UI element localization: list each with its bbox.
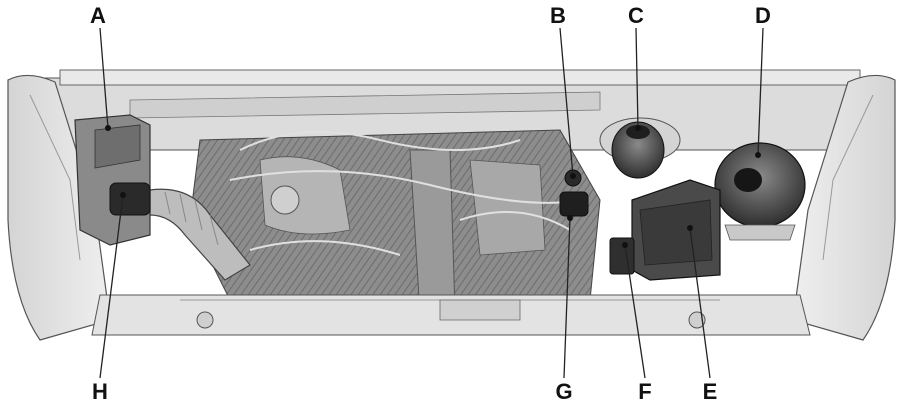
radiator-support — [92, 295, 810, 335]
callout-label-h: H — [88, 381, 112, 403]
callout-label-a: A — [86, 5, 110, 27]
callout-label-g: G — [552, 381, 576, 403]
battery-box — [610, 180, 720, 280]
callout-label-d: D — [751, 5, 775, 27]
callout-label-f: F — [633, 381, 657, 403]
callout-label-c: C — [624, 5, 648, 27]
air-filter-box — [75, 115, 150, 245]
callout-label-e: E — [698, 381, 722, 403]
engine-block — [190, 130, 600, 315]
callout-label-b: B — [546, 5, 570, 27]
expansion-tank — [715, 143, 805, 240]
